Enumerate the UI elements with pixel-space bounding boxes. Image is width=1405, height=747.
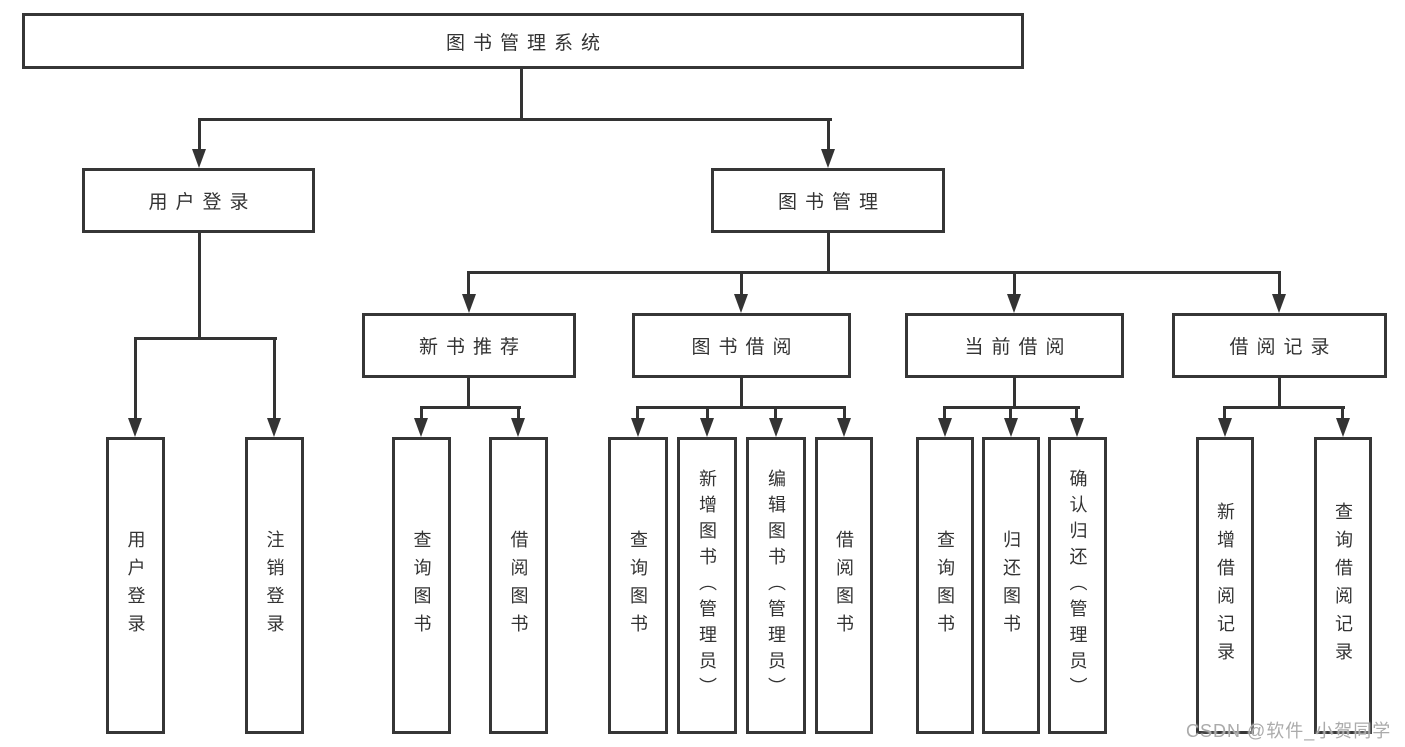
node-current-borrowing: 当前借阅	[905, 313, 1124, 378]
connector-line	[740, 271, 743, 297]
connector-line	[943, 406, 946, 421]
connector-line	[1341, 406, 1344, 421]
connector-arrow	[1004, 418, 1018, 437]
connector-line	[134, 337, 137, 421]
connector-arrow	[511, 418, 525, 437]
connector-arrow	[192, 149, 206, 168]
connector-arrow	[462, 294, 476, 313]
connector-line	[843, 406, 846, 421]
connector-line	[134, 337, 277, 340]
leaf-return-books: 归还图书	[982, 437, 1040, 734]
connector-arrow	[734, 294, 748, 313]
connector-line	[198, 118, 832, 121]
connector-line	[467, 271, 1281, 274]
leaf-logout: 注销登录	[245, 437, 304, 734]
leaf-borrow-books-borrowing: 借阅图书	[815, 437, 873, 734]
leaf-add-borrow-record: 新增借阅记录	[1196, 437, 1254, 734]
leaf-query-books-borrowing: 查询图书	[608, 437, 668, 734]
watermark: CSDN @软件_小贺同学	[1186, 721, 1392, 741]
leaf-query-books-current: 查询图书	[916, 437, 974, 734]
connector-line	[1075, 406, 1078, 421]
leaf-edit-book-admin: 编辑图书（管理员）	[746, 437, 806, 734]
connector-line	[636, 406, 639, 421]
connector-line	[1223, 406, 1345, 409]
connector-arrow	[1218, 418, 1232, 437]
connector-arrow	[821, 149, 835, 168]
connector-arrow	[700, 418, 714, 437]
connector-arrow	[837, 418, 851, 437]
connector-arrow	[1272, 294, 1286, 313]
connector-arrow	[414, 418, 428, 437]
connector-arrow	[769, 418, 783, 437]
connector-line	[827, 233, 830, 274]
connector-arrow	[1336, 418, 1350, 437]
connector-line	[1013, 377, 1016, 409]
connector-line	[740, 377, 743, 409]
connector-arrow	[267, 418, 281, 437]
connector-arrow	[1007, 294, 1021, 313]
connector-line	[420, 406, 423, 421]
connector-line	[827, 118, 830, 152]
leaf-query-books-recommend: 查询图书	[392, 437, 451, 734]
connector-line	[467, 377, 470, 409]
node-root: 图书管理系统	[22, 13, 1024, 69]
leaf-user-login: 用户登录	[106, 437, 165, 734]
leaf-add-book-admin: 新增图书（管理员）	[677, 437, 737, 734]
connector-line	[520, 69, 523, 121]
connector-line	[636, 406, 846, 409]
node-book-borrowing: 图书借阅	[632, 313, 851, 378]
leaf-query-borrow-record: 查询借阅记录	[1314, 437, 1372, 734]
connector-line	[706, 406, 709, 421]
connector-line	[1009, 406, 1012, 421]
connector-line	[420, 406, 521, 409]
connector-line	[1223, 406, 1226, 421]
connector-line	[198, 118, 201, 152]
leaf-confirm-return-admin: 确认归还（管理员）	[1048, 437, 1107, 734]
connector-line	[198, 233, 201, 340]
connector-line	[774, 406, 777, 421]
node-book-management: 图书管理	[711, 168, 945, 233]
node-new-book-recommend: 新书推荐	[362, 313, 576, 378]
connector-arrow	[938, 418, 952, 437]
node-user-login: 用户登录	[82, 168, 315, 233]
leaf-borrow-books-recommend: 借阅图书	[489, 437, 548, 734]
connector-arrow	[1070, 418, 1084, 437]
connector-line	[467, 271, 470, 297]
connector-line	[1013, 271, 1016, 297]
connector-line	[517, 406, 520, 421]
connector-line	[273, 337, 276, 421]
connector-arrow	[631, 418, 645, 437]
connector-arrow	[128, 418, 142, 437]
connector-line	[1278, 271, 1281, 297]
connector-line	[1278, 377, 1281, 409]
node-borrowing-records: 借阅记录	[1172, 313, 1387, 378]
